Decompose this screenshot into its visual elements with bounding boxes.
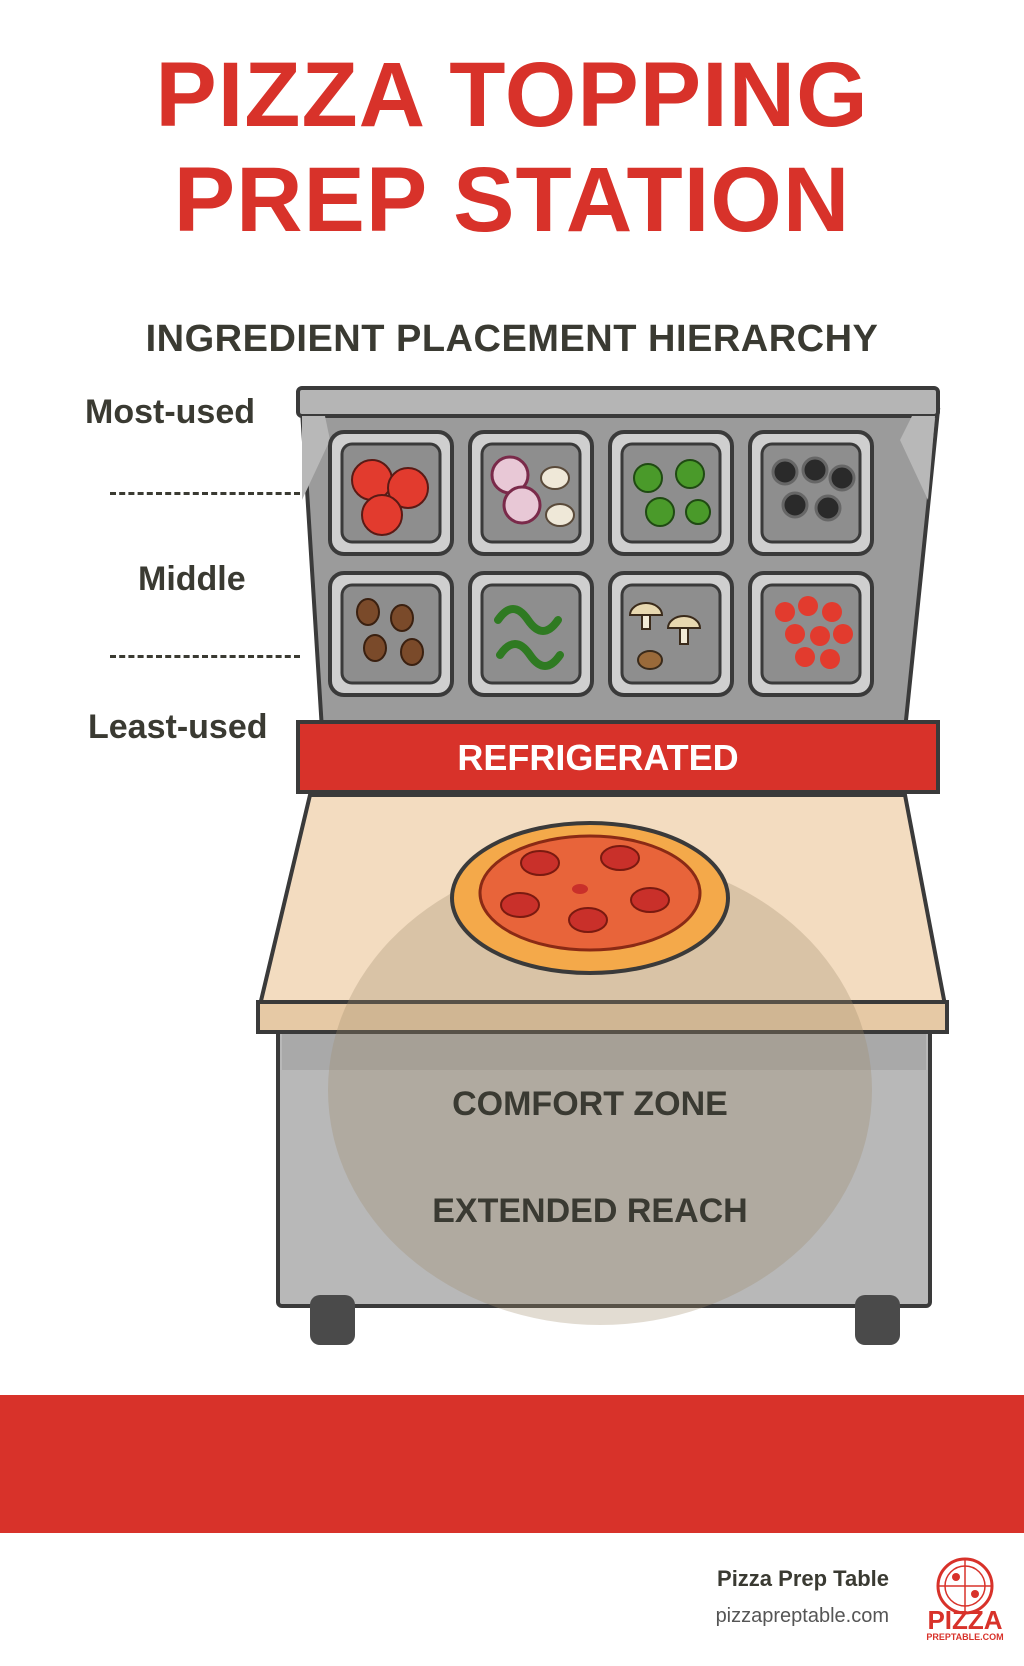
subtitle: INGREDIENT PLACEMENT HIERARCHY (145, 318, 879, 360)
footer-url: pizzapreptable.com (715, 1605, 889, 1627)
wheel-left (310, 1295, 355, 1345)
footer-brand-name: Pizza Prep Table (717, 1566, 889, 1591)
tier-label-least-used: Least-used (88, 708, 268, 746)
cherry-tomato-icon (748, 571, 874, 697)
sausage-icon (328, 571, 454, 697)
logo-wordmark: PIZZA (927, 1605, 1003, 1635)
divider-middle-least (110, 655, 300, 658)
cabinet-base (276, 1024, 932, 1345)
extended-reach-label: EXTENDED REACH (432, 1192, 747, 1230)
bin-row-bottom (328, 571, 874, 697)
green-pepper-icon (608, 430, 734, 556)
mushroom-icon (608, 571, 734, 697)
onion-mushroom-icon (468, 430, 594, 556)
logo-subtext: PREPTABLE.COM (926, 1632, 1004, 1642)
black-olive-icon (748, 430, 874, 556)
pizza-logo-icon (936, 1557, 994, 1615)
refrigerated-label: REFRIGERATED (457, 737, 738, 778)
prep-station-illustration: REFRIGERATED COMFORT ZONE EXTENDED REACH (256, 386, 949, 1345)
tier-label-middle: Middle (138, 560, 246, 598)
refrigerated-band (296, 720, 940, 794)
footer-accent-band (0, 1395, 1024, 1533)
comfort-zone-label: COMFORT ZONE (452, 1085, 728, 1123)
reach-zone-ellipse (328, 855, 872, 1325)
pizza-icon (450, 821, 730, 975)
tomato-icon (328, 430, 454, 556)
wheel-right (855, 1295, 900, 1345)
tier-label-most-used: Most-used (85, 393, 255, 431)
spinach-icon (468, 571, 594, 697)
bin-row-top (328, 430, 874, 556)
divider-most-middle (110, 492, 300, 495)
page-title-line-1: PIZZA TOPPING (155, 44, 869, 146)
page-title-line-2: PREP STATION (173, 149, 851, 251)
rail-top-lid (296, 386, 940, 418)
